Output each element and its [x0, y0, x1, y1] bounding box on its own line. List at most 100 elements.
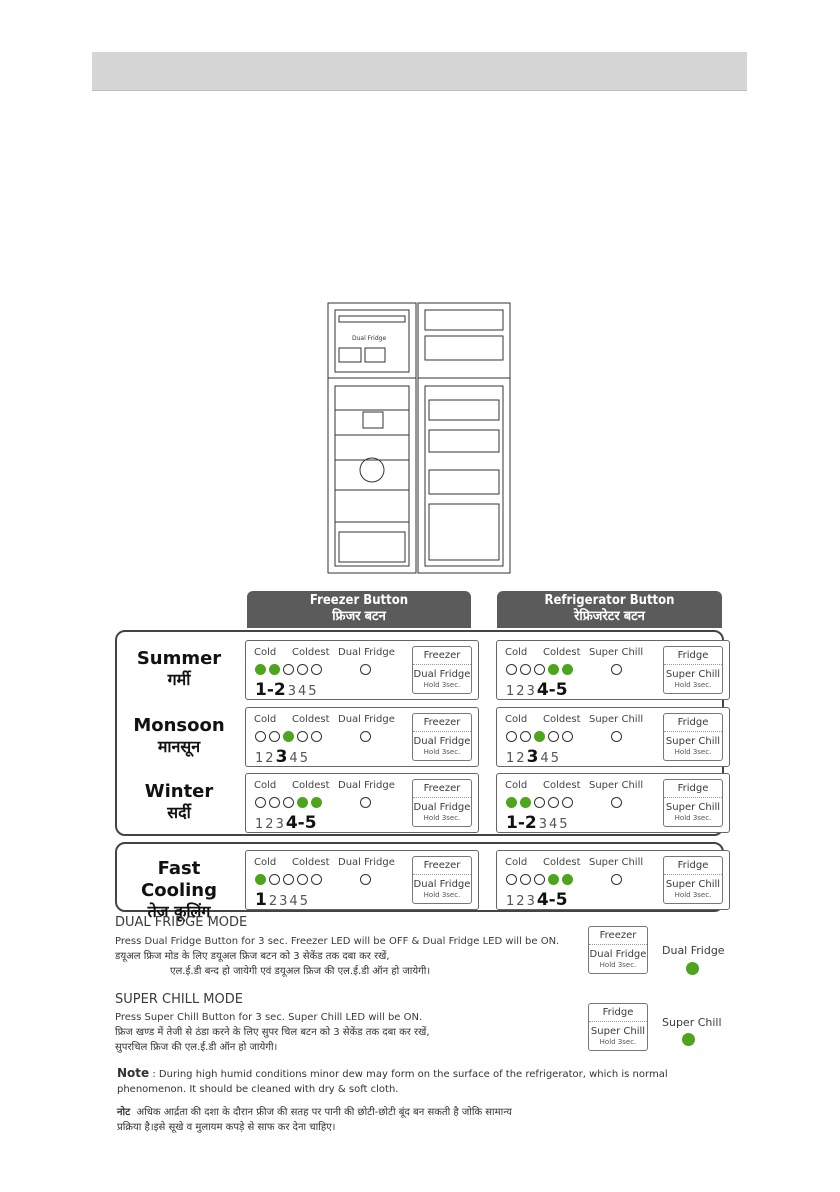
fridge-super-chill-key[interactable]: Fridge Super Chill Hold 3sec.	[588, 1003, 648, 1051]
key-label: Freezer	[413, 716, 471, 732]
label-dual-fridge: Dual Fridge	[338, 647, 395, 658]
led-3-off	[283, 664, 294, 675]
key-label: Freezer	[413, 649, 471, 665]
led-1-on	[255, 664, 266, 675]
freezer-dual-fridge-key[interactable]: Freezer Dual Fridge Hold 3sec.	[588, 926, 648, 974]
label-cold: Cold	[254, 714, 277, 725]
label-cold: Cold	[505, 714, 528, 725]
note-label: Note	[117, 1066, 150, 1080]
season-name-hi: गर्मी	[167, 670, 191, 689]
key-label: Dual Fridge	[413, 879, 471, 890]
super-chill-led	[611, 731, 622, 742]
level-number: 3	[287, 684, 296, 699]
key-label: Hold 3sec.	[674, 814, 712, 822]
level-number: 4	[298, 684, 307, 699]
key-fridge-label: Fridge	[589, 1006, 647, 1022]
freezer-head-en: Freezer Button	[309, 593, 409, 608]
label-cold: Cold	[505, 857, 528, 868]
led-3-off	[534, 797, 545, 808]
label-super-chill: Super Chill	[589, 714, 644, 725]
led-row	[506, 874, 576, 886]
level-number: 3	[275, 817, 284, 832]
level-number: 1-2	[255, 680, 286, 700]
led-4-off	[548, 731, 559, 742]
led-4-on	[297, 797, 308, 808]
level-number: 4	[289, 894, 298, 909]
note-hindi-text-1: अधिक आर्द्रता की दशा के दौरान फ्रीज की स…	[136, 1107, 512, 1118]
dual-fridge-led-icon	[686, 962, 699, 975]
label-cold: Cold	[254, 857, 277, 868]
level-number: 3	[275, 747, 288, 767]
led-1-off	[255, 797, 266, 808]
key-label: Fridge	[664, 716, 722, 732]
key-label: Dual Fridge	[413, 736, 471, 747]
level-number: 3	[279, 894, 288, 909]
super-chill-led	[611, 874, 622, 885]
led-1-on	[255, 874, 266, 885]
led-2-off	[269, 797, 280, 808]
note-text-2: phenomenon. It should be cleaned with dr…	[117, 1084, 399, 1095]
level-number: 2	[516, 894, 525, 909]
led-5-on	[562, 874, 573, 885]
led-2-off	[520, 731, 531, 742]
led-2-on	[520, 797, 531, 808]
level-number: 2	[265, 817, 274, 832]
key-super-chill-label: Super Chill	[590, 1026, 646, 1037]
dual-fridge-led	[360, 874, 371, 885]
key-label: Super Chill	[665, 879, 721, 890]
level-number: 1	[506, 684, 515, 699]
note-hindi-label: नोट	[117, 1107, 131, 1118]
dual-fridge-led	[360, 731, 371, 742]
key-dual-fridge-label: Dual Fridge	[589, 949, 647, 960]
note-hindi-2: प्रक्रिया है।इसे सूखे व मुलायम कपड़े से …	[117, 1122, 336, 1133]
section-header-bar	[92, 52, 747, 91]
freezer-head-hi: फ्रिजर बटन	[332, 609, 386, 624]
led-row	[255, 731, 325, 743]
led-row	[506, 664, 576, 676]
key-label: Hold 3sec.	[423, 681, 461, 689]
key-label: Freezer	[413, 782, 471, 798]
super-chill-led	[611, 797, 622, 808]
led-3-off	[534, 664, 545, 675]
led-5-off	[311, 664, 322, 675]
led-1-off	[255, 731, 266, 742]
key-label: Hold 3sec.	[674, 681, 712, 689]
key-label: Fridge	[664, 859, 722, 875]
chill-mode-text: Press Super Chill Button for 3 sec. Supe…	[115, 1012, 423, 1023]
level-number: 5	[299, 751, 308, 766]
level-number: 4	[289, 751, 298, 766]
label-coldest: Coldest	[292, 780, 330, 791]
label-coldest: Coldest	[292, 647, 330, 658]
led-1-on	[506, 797, 517, 808]
level-number: 4	[540, 751, 549, 766]
fridge-button-header: Refrigerator Button रेफ्रिजरेटर बटन	[497, 591, 722, 628]
label-coldest: Coldest	[543, 714, 581, 725]
led-4-off	[297, 664, 308, 675]
led-5-on	[311, 797, 322, 808]
key-freezer-label: Freezer	[589, 929, 647, 945]
super-chill-indicator-label: Super Chill	[662, 1016, 722, 1029]
note-hindi-1: नोट अधिक आर्द्रता की दशा के दौरान फ्रीज …	[117, 1105, 512, 1120]
label-super-chill: Super Chill	[589, 780, 644, 791]
